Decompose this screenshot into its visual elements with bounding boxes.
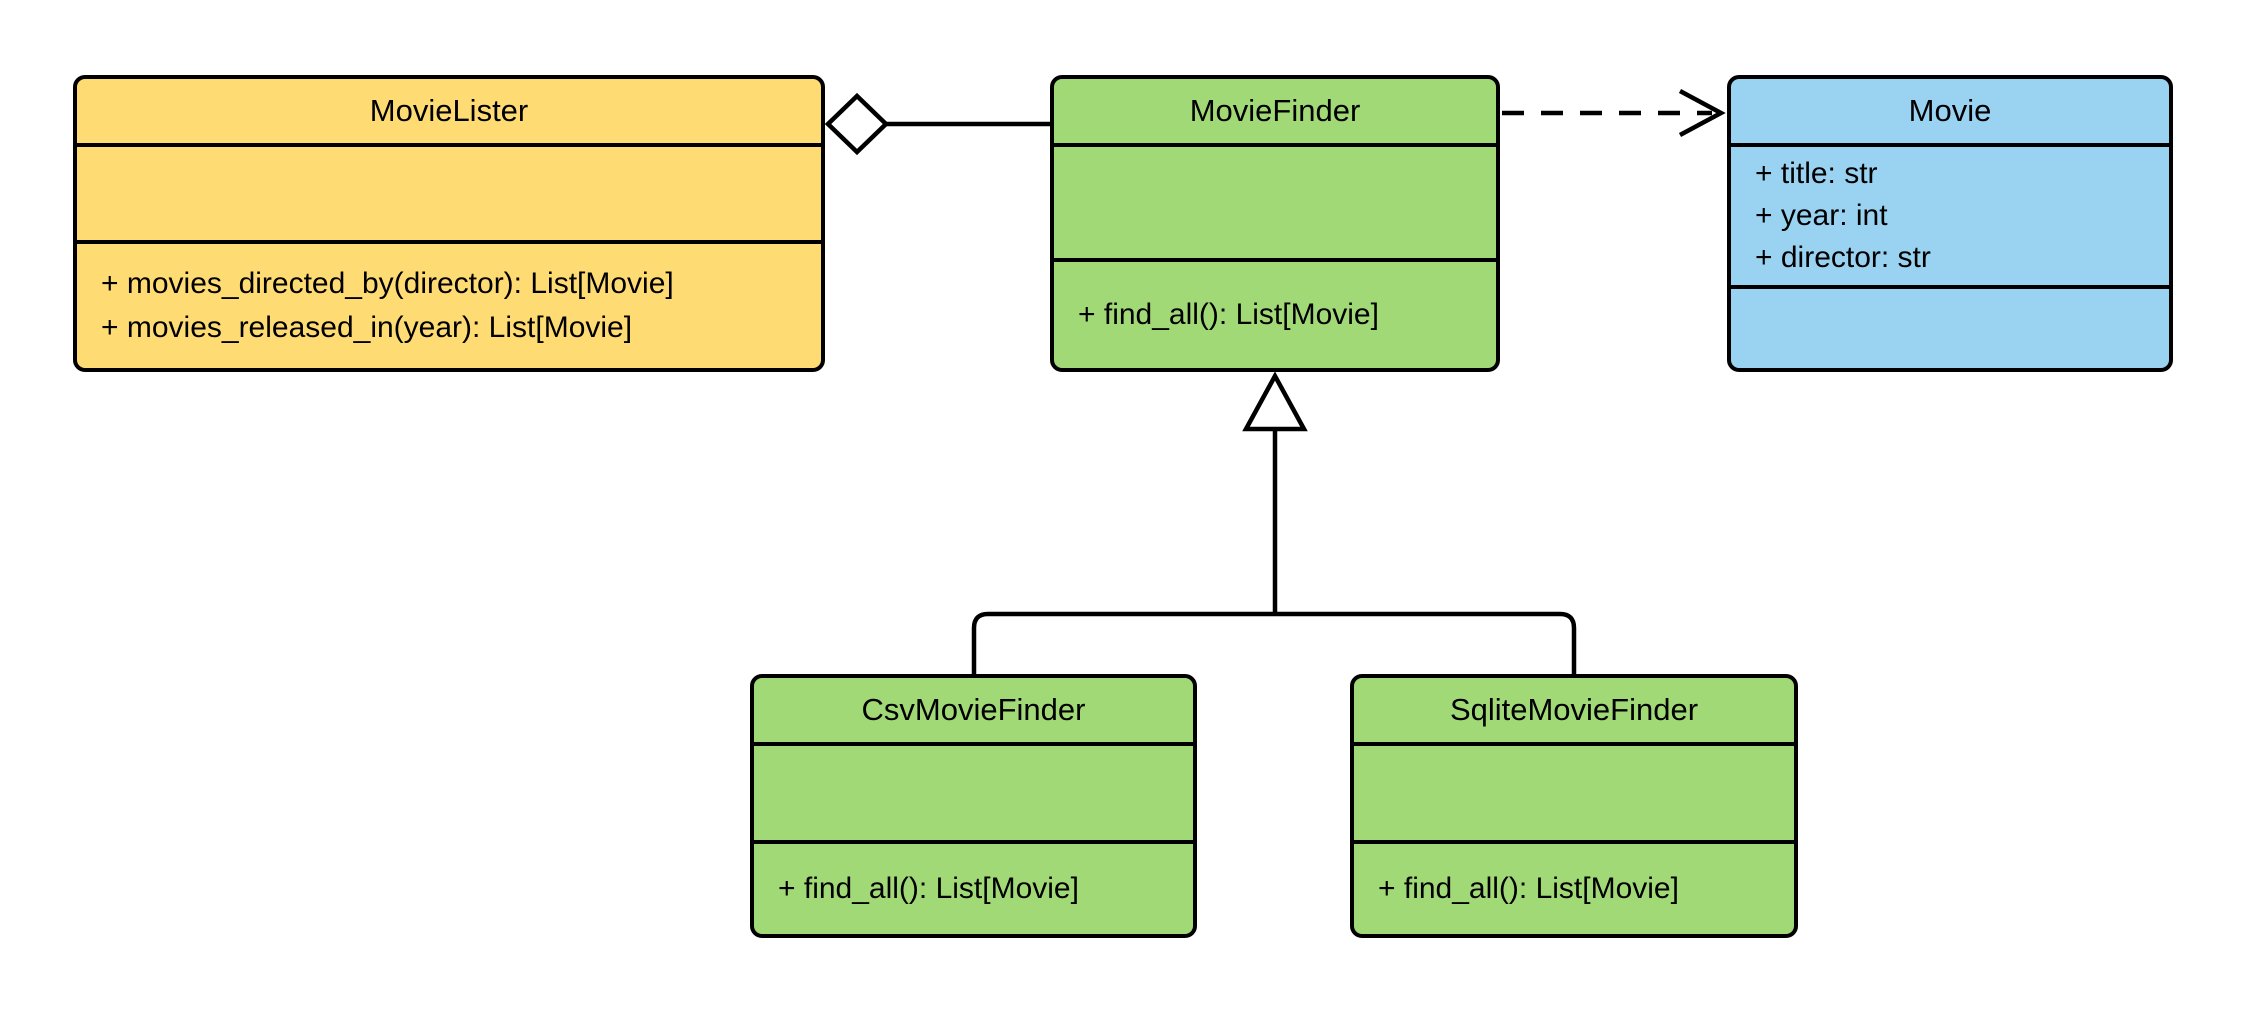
- method-label: + movies_released_in(year): List[Movie]: [101, 311, 633, 344]
- method-label: + find_all(): List[Movie]: [1378, 872, 1679, 905]
- class-methods-movielister: + movies_directed_by(director): List[Mov…: [77, 240, 821, 368]
- class-title-movielister: MovieLister: [369, 93, 529, 128]
- class-title-sqlitemoviefinder: SqliteMovieFinder: [1449, 692, 1699, 727]
- generalization-branch-sqlite: [1275, 611, 1577, 676]
- attribute-label: + year: int: [1755, 199, 1888, 232]
- class-box-movie: Movie + title: str + year: int + directo…: [1727, 75, 2173, 372]
- class-methods-csvmoviefinder: + find_all(): List[Movie]: [754, 840, 1193, 934]
- generalization-branch-csv: [971, 611, 1275, 676]
- class-attributes-movielister: [77, 143, 821, 240]
- class-title-moviefinder: MovieFinder: [1189, 93, 1361, 128]
- class-methods-moviefinder: + find_all(): List[Movie]: [1054, 258, 1496, 368]
- dependency-arrowhead: [1678, 89, 1726, 137]
- generalization-triangle: [1242, 371, 1308, 432]
- attribute-label: + director: str: [1755, 241, 1931, 274]
- attribute-label: + title: str: [1755, 157, 1878, 190]
- aggregation-diamond: [824, 92, 890, 156]
- class-box-csvmoviefinder: CsvMovieFinder + find_all(): List[Movie]: [750, 674, 1197, 938]
- class-title-csvmoviefinder: CsvMovieFinder: [861, 692, 1086, 727]
- class-attributes-movie: + title: str + year: int + director: str: [1731, 143, 2169, 285]
- class-attributes-moviefinder: [1054, 143, 1496, 258]
- class-box-sqlitemoviefinder: SqliteMovieFinder + find_all(): List[Mov…: [1350, 674, 1798, 938]
- class-methods-movie: [1731, 285, 2169, 368]
- class-attributes-csvmoviefinder: [754, 742, 1193, 840]
- method-label: + movies_directed_by(director): List[Mov…: [101, 267, 674, 300]
- class-box-moviefinder: MovieFinder + find_all(): List[Movie]: [1050, 75, 1500, 372]
- method-label: + find_all(): List[Movie]: [1078, 298, 1379, 331]
- class-attributes-sqlitemoviefinder: [1354, 742, 1794, 840]
- class-title-movie: Movie: [1908, 93, 1992, 128]
- method-label: + find_all(): List[Movie]: [778, 872, 1079, 905]
- class-methods-sqlitemoviefinder: + find_all(): List[Movie]: [1354, 840, 1794, 934]
- class-box-movielister: MovieLister + movies_directed_by(directo…: [73, 75, 825, 372]
